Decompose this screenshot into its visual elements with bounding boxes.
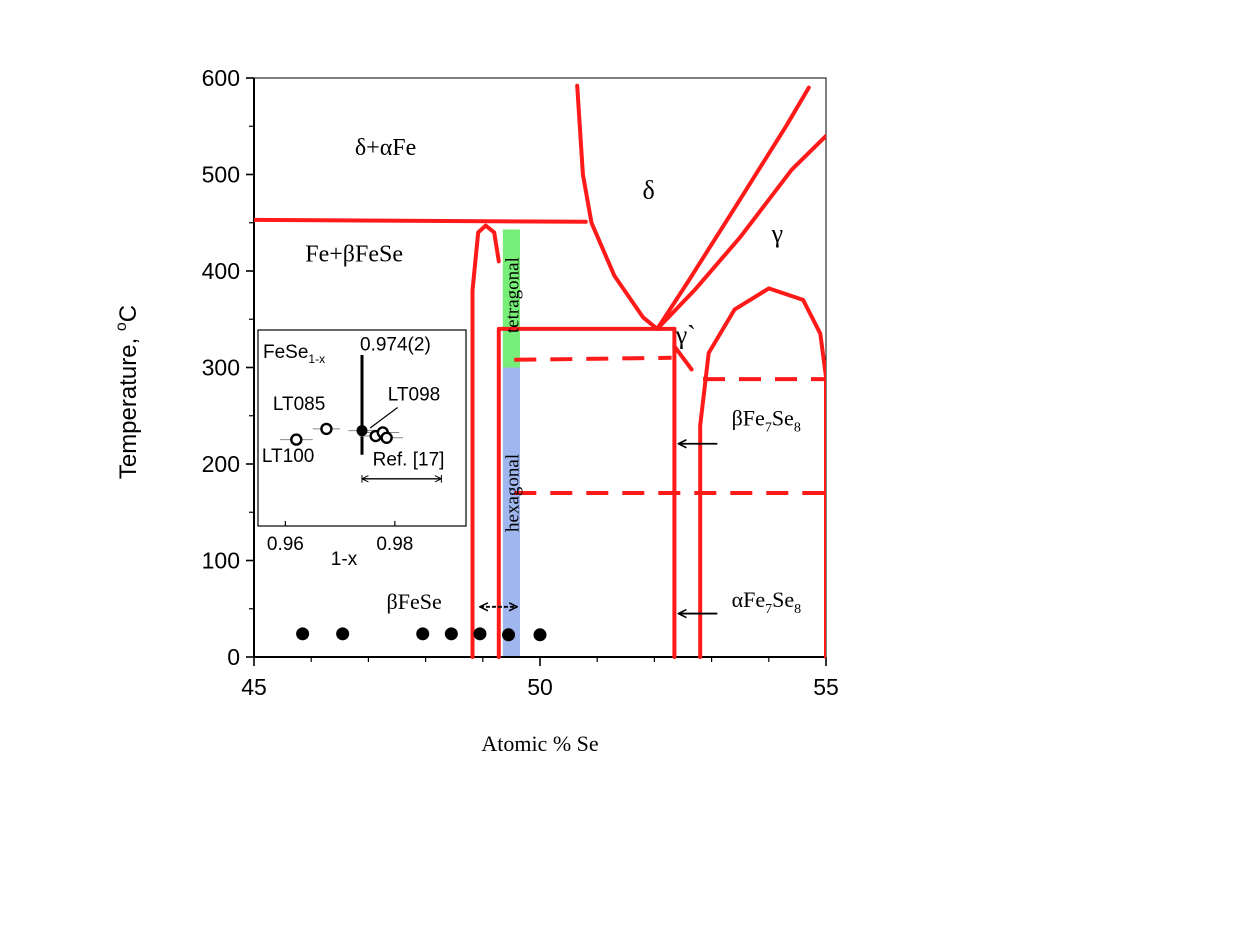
inset-title-text: FeSe [263,342,308,363]
inset-label: LT098 [388,384,440,405]
phase-boundary [672,344,694,372]
annotation-subscript: 7 [765,420,772,435]
phase-boundary [698,286,826,659]
sample-point [502,628,516,642]
y-tick-label: 200 [202,451,240,477]
inset-label: Ref. [17] [373,449,445,470]
y-axis-unit-degree: o [113,322,130,331]
annotation-subscript: 8 [794,420,801,435]
y-axis-unit: C [115,305,142,322]
region-label: γ` [675,320,696,349]
y-tick-label: 500 [202,162,240,188]
sample-point [444,627,458,641]
inset-label: LT100 [262,446,314,467]
band-label-tetragonal: tetragonal [502,257,523,333]
inset-filled-point [356,425,368,437]
x-axis-label: Atomic % Se [481,731,598,756]
inset-open-point [290,433,303,446]
dashed-phase-boundary [514,355,672,362]
annotation-text: βFe [732,405,765,430]
inset-open-point [380,431,393,444]
phase-boundary [655,85,811,331]
y-axis-label: Temperature, oC [113,305,142,479]
sample-point [336,627,350,641]
region-label: δ [643,176,655,205]
inset-title: FeSe1-x [263,342,325,366]
annotation-text: Se [772,405,794,430]
band-hexagonal [502,367,520,657]
inset-reference-value: 0.974(2) [360,334,431,355]
inset-x-tick-label: 0.98 [376,534,413,555]
annotation-label: βFeSe [387,589,442,614]
sample-point [416,627,430,641]
phase-boundary [470,223,501,659]
annotation-label: αFe7Se8 [732,587,802,617]
band-label-hexagonal: hexagonal [502,454,523,532]
y-tick-label: 600 [202,65,240,91]
annotation-subscript: 7 [765,602,772,617]
y-tick-label: 100 [202,548,240,574]
inset-title-subscript: 1-x [308,352,325,366]
phase-boundaries [254,83,826,659]
y-tick-label: 300 [202,355,240,381]
inset-label: LT085 [273,394,325,415]
y-tick-label: 0 [227,644,240,670]
sample-point [533,628,547,642]
y-axis-label-text: Temperature, [115,331,142,479]
region-label: δ+αFe [355,135,416,161]
x-tick-label: 50 [527,674,553,700]
x-tick-label: 45 [241,674,267,700]
phase-boundary [575,83,660,331]
phase-boundary [254,217,588,224]
annotation-text: Se [772,587,794,612]
region-label: γ [771,219,784,248]
region-label: Fe+βFeSe [305,241,403,267]
y-tick-label: 400 [202,258,240,284]
x-tick-label: 55 [813,674,839,700]
annotation-label: βFe7Se8 [732,405,801,435]
inset-x-axis-label: 1-x [331,549,358,570]
inset-open-point [320,422,333,436]
annotation-subscript: 8 [794,602,801,617]
sample-point [296,627,310,641]
annotation-text: αFe [732,587,766,612]
phase-boundary [496,326,677,659]
phase-boundary [655,133,826,331]
band-tetragonal [502,229,520,368]
inset-pointer-line [369,407,398,429]
sample-point [473,627,487,641]
inset-x-tick-label: 0.96 [267,534,304,555]
